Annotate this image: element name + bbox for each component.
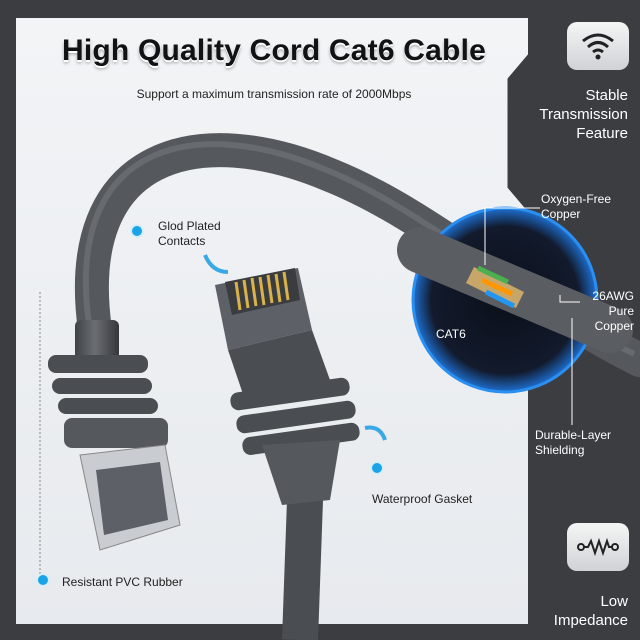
left-connector <box>48 320 181 551</box>
low-impedance-label: Low Impedance <box>553 593 628 629</box>
cat6-label: CAT6 <box>436 327 466 341</box>
pvc-label: Resistant PVC Rubber <box>62 575 183 589</box>
cable-lower <box>282 499 323 640</box>
arrow-gold <box>203 254 229 274</box>
wifi-icon <box>567 22 629 70</box>
waterproof-label: Waterproof Gasket <box>372 492 473 506</box>
gold-contacts-label: Glod Plated Contacts <box>158 219 221 248</box>
page-title: High Quality Cord Cat6 Cable <box>62 34 486 67</box>
page-subtitle: Support a maximum transmission rate of 2… <box>136 87 412 101</box>
shielding-label: Durable-Layer Shielding <box>535 428 612 457</box>
awg-label: 26AWG Pure Copper <box>592 289 634 333</box>
pvc-dot <box>36 573 50 587</box>
cable-cross-section-inset <box>397 206 633 394</box>
arrow-gasket <box>364 425 387 441</box>
gold-contacts-dot <box>130 224 144 238</box>
stable-transmission-label: Stable Transmission Feature <box>539 87 628 142</box>
oxygen-free-label: Oxygen-Free Copper <box>541 192 612 221</box>
resistor-icon <box>567 523 629 571</box>
right-connector <box>215 268 360 505</box>
waterproof-dot <box>370 461 384 475</box>
